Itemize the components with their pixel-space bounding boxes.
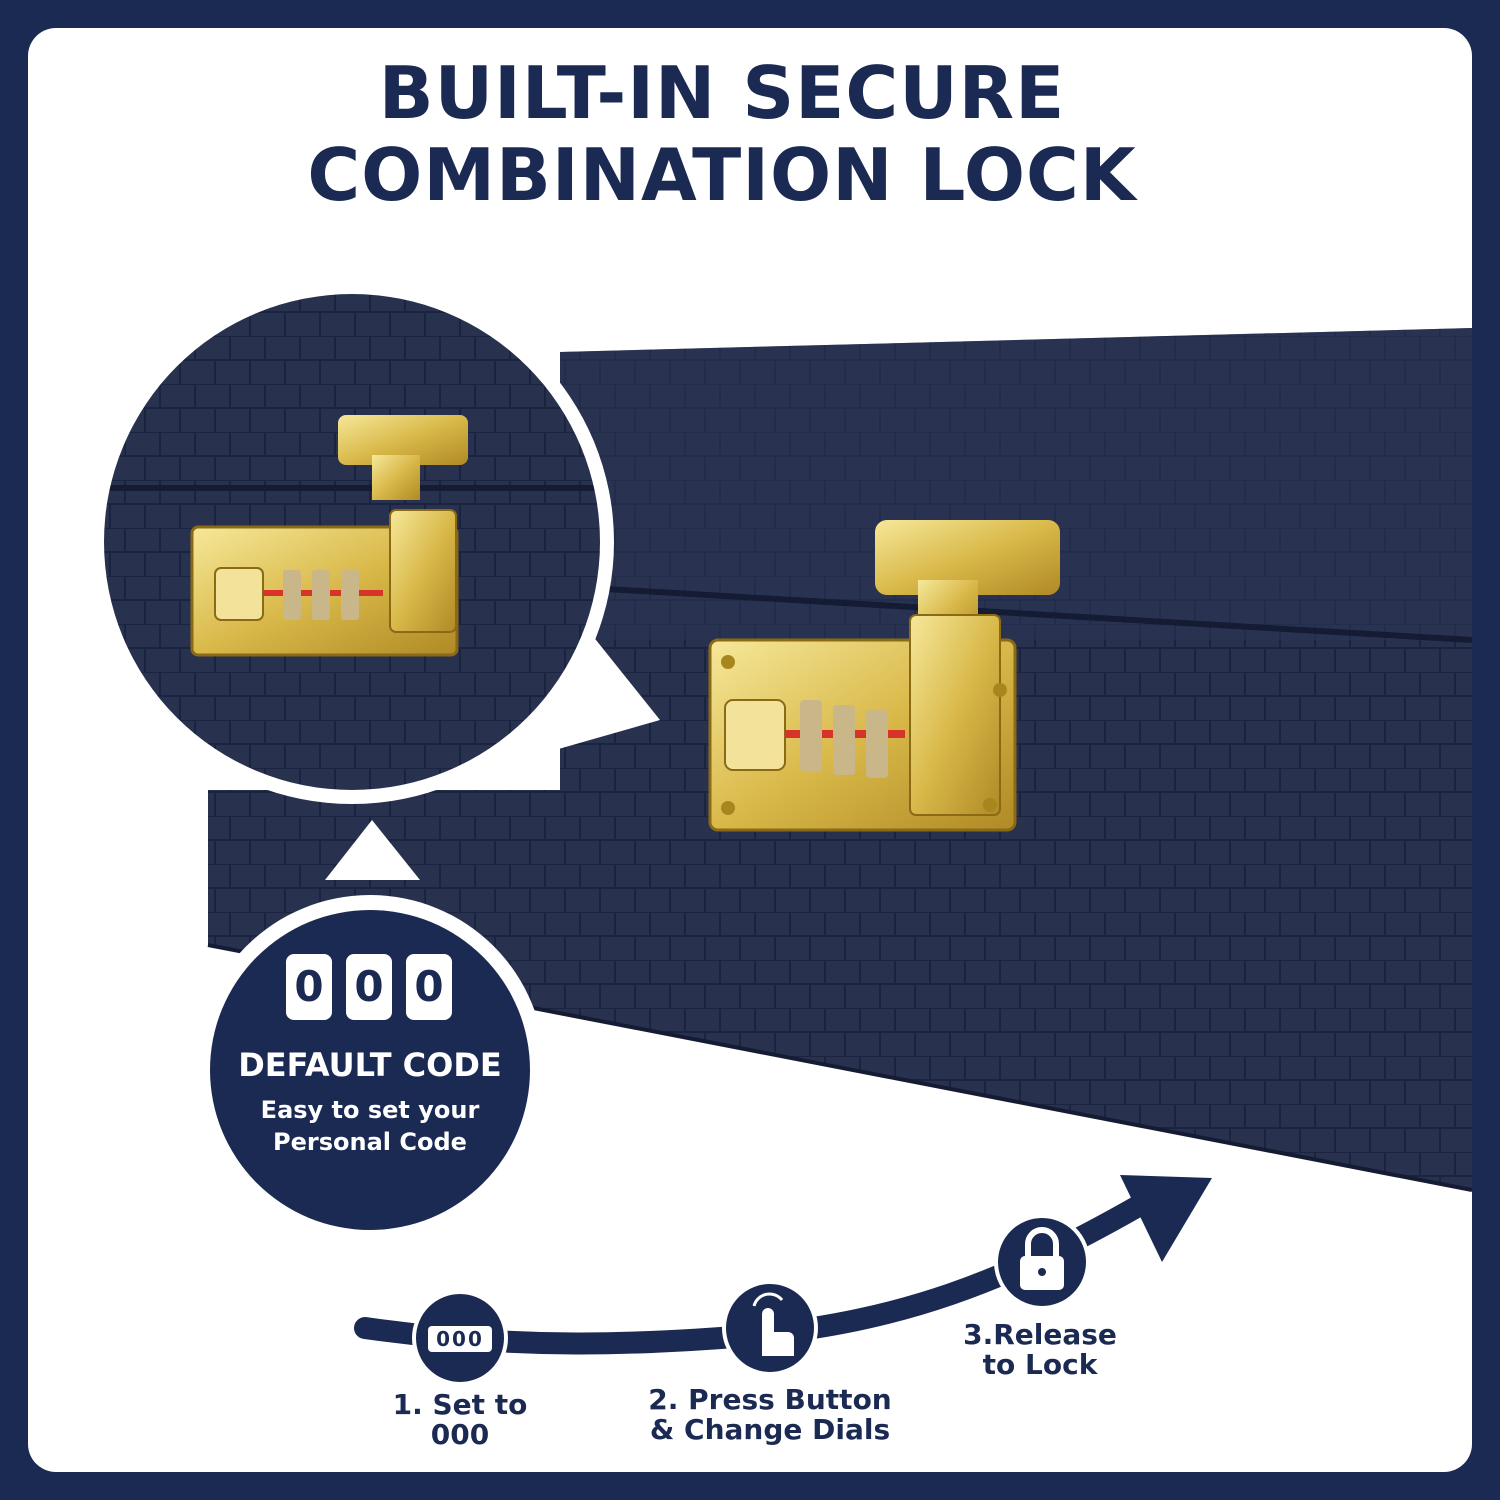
step-1-line-2: 000 [430, 1418, 490, 1451]
default-code-line-1: Easy to set your [260, 1096, 480, 1124]
step-3-label: 3.Release to Lock [940, 1320, 1140, 1380]
step-2-label: 2. Press Button & Change Dials [630, 1385, 910, 1445]
code-digit: 0 [354, 962, 384, 1011]
padlock-icon [996, 1216, 1088, 1308]
step-2-line-2: & Change Dials [649, 1413, 891, 1446]
progress-arrow [354, 1175, 1212, 1386]
step-1-line-1: 1. Set to [392, 1388, 528, 1421]
default-code-digits: 0 0 0 [286, 954, 452, 1020]
step-3-line-2: to Lock [982, 1348, 1098, 1381]
default-code-text: DEFAULT CODE Easy to set your Personal C… [210, 1046, 530, 1166]
code-digit: 0 [294, 962, 324, 1011]
page-title: BUILT-IN SECURE COMBINATION LOCK [0, 52, 1472, 216]
step-3-line-1: 3.Release [963, 1318, 1117, 1351]
step-1-label: 1. Set to 000 [370, 1390, 550, 1450]
title-line-2: COMBINATION LOCK [307, 133, 1137, 217]
default-code-badge [195, 820, 545, 1245]
title-line-1: BUILT-IN SECURE [378, 51, 1066, 135]
zoom-bubble [90, 280, 660, 804]
dial-000-icon: 000 [436, 1327, 484, 1351]
default-code-heading: DEFAULT CODE [238, 1046, 502, 1084]
step-2-line-1: 2. Press Button [648, 1383, 892, 1416]
press-finger-icon [724, 1282, 816, 1374]
code-digit: 0 [414, 962, 444, 1011]
default-code-line-2: Personal Code [273, 1128, 467, 1156]
combination-lock [708, 520, 1060, 832]
